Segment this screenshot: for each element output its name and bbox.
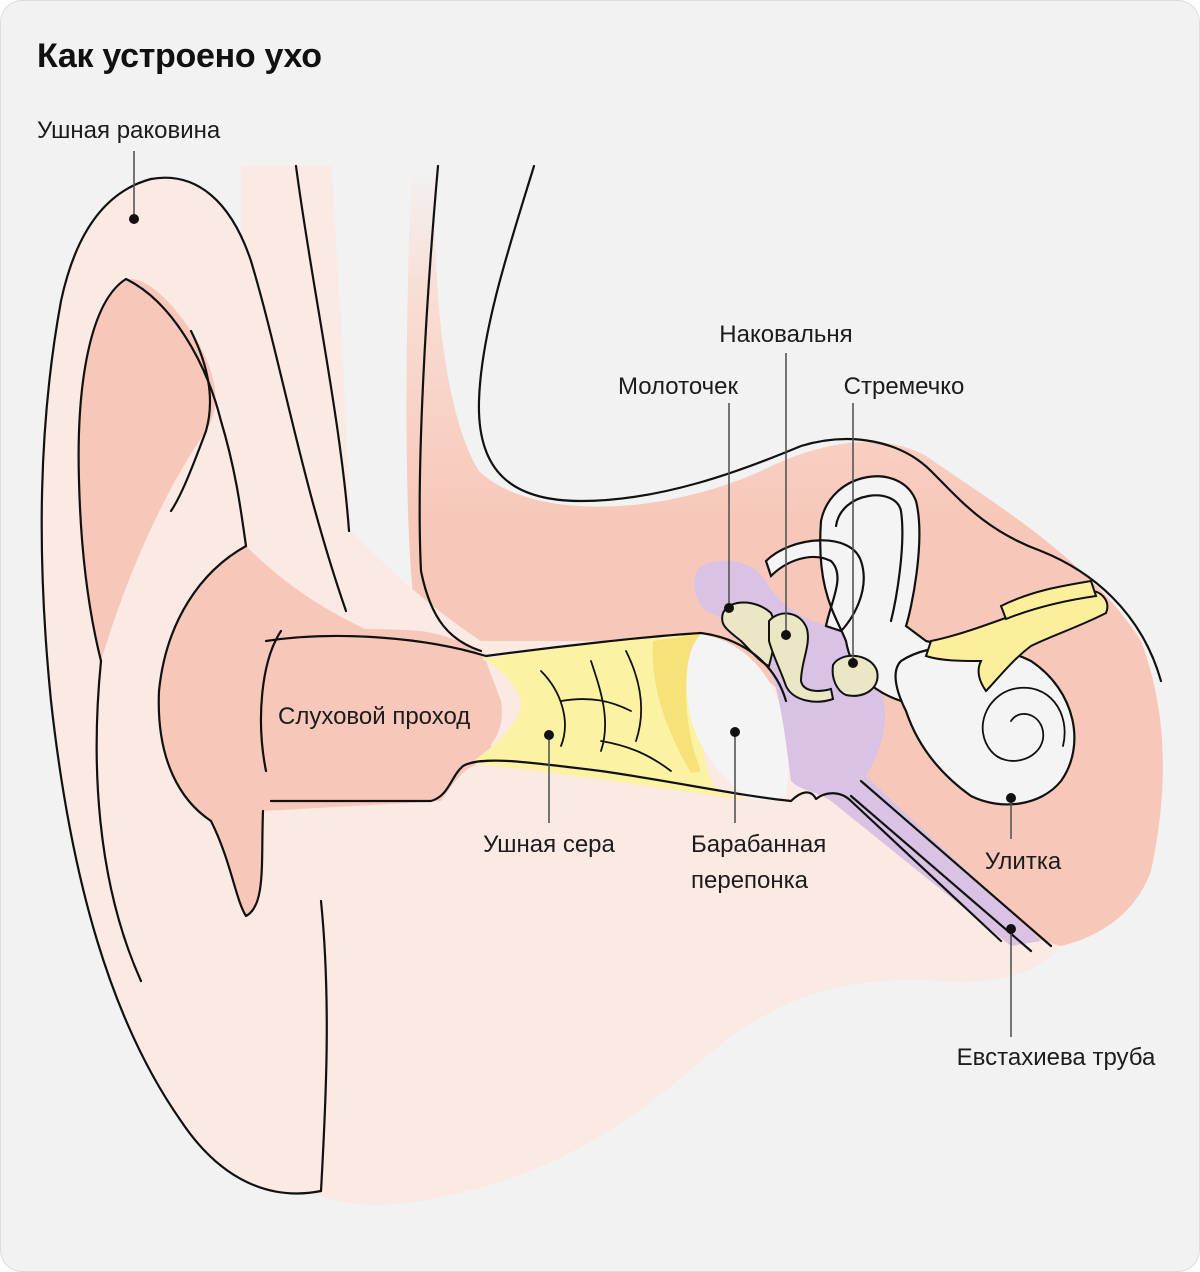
leader-incus xyxy=(781,353,791,640)
leader-cochlea xyxy=(1006,793,1016,839)
neck-line-left xyxy=(294,164,351,533)
label-ear-canal: Слуховой проход xyxy=(278,703,470,730)
canal-top-outline xyxy=(264,631,788,703)
label-incus: Наковальня xyxy=(719,321,852,348)
tube-outline xyxy=(859,779,1053,948)
leader-eustachian xyxy=(1006,924,1016,1037)
antihelix-inner xyxy=(169,329,212,513)
label-cochlea: Улитка xyxy=(985,848,1062,875)
earwax-dark xyxy=(652,634,701,773)
helix-rim xyxy=(77,277,128,663)
label-malleus: Молоточек xyxy=(618,373,739,400)
label-eardrum-2: перепонка xyxy=(691,867,809,894)
label-stapes: Стремечко xyxy=(844,373,965,400)
concha-outline xyxy=(157,544,265,918)
semicircular-inner xyxy=(834,494,904,623)
cochlea-spiral xyxy=(981,686,1066,762)
leader-eardrum xyxy=(730,727,740,823)
ear-canal-shape xyxy=(262,629,502,801)
label-eustachian-tube: Евстахиева труба xyxy=(957,1044,1156,1071)
eardrum-shape xyxy=(686,634,789,801)
leader-stapes xyxy=(848,403,858,668)
label-pinna: Ушная раковина xyxy=(37,117,221,144)
neck-line-right xyxy=(418,164,483,653)
wax-texture xyxy=(540,650,672,772)
concha-inner xyxy=(259,629,283,773)
antihelix-outline xyxy=(124,277,248,548)
leader-pinna xyxy=(129,151,139,224)
pinna-outline xyxy=(40,177,323,1195)
malleus-shape xyxy=(721,601,776,668)
tissue-outline xyxy=(477,164,1163,683)
label-eardrum-1: Барабанная xyxy=(691,831,826,858)
face-line xyxy=(319,899,328,1193)
nerve-branch xyxy=(999,579,1098,621)
lobe-outline xyxy=(95,659,143,983)
tube-outline-2 xyxy=(849,794,1033,953)
label-earwax: Ушная сера xyxy=(483,831,615,858)
leader-malleus xyxy=(724,403,734,613)
canal-bottom-outline xyxy=(269,759,1003,943)
helix-outline xyxy=(149,176,348,613)
leader-earwax xyxy=(544,730,554,823)
page-title: Как устроено ухо xyxy=(37,37,322,75)
helix-fold xyxy=(78,278,216,661)
